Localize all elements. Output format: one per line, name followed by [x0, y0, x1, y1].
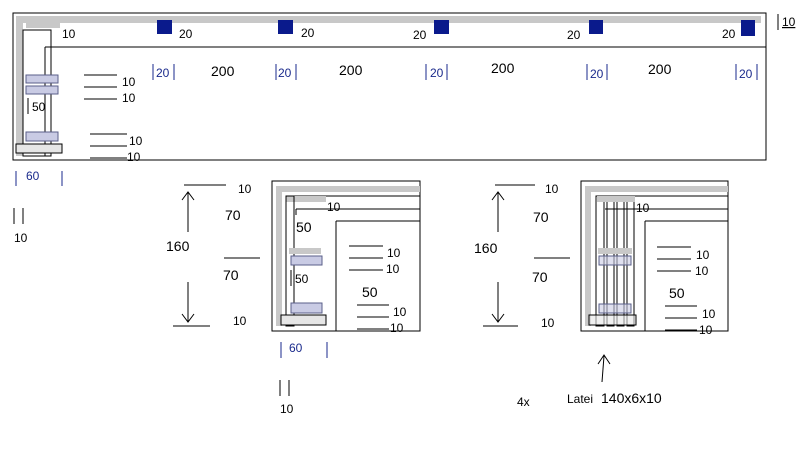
top-thick-label: 10	[14, 231, 28, 245]
count-label: 4x	[517, 395, 530, 409]
latei-dims: 140x6x10	[601, 390, 662, 406]
middle-box-label: 50	[295, 272, 309, 286]
middle-inner-cap	[286, 196, 326, 202]
right-top-wall	[585, 186, 728, 192]
top-gap-5: 20	[739, 67, 753, 81]
right-shelf-lower-block	[598, 303, 632, 314]
top-outer-frame	[12, 12, 767, 161]
middle-shelf-upper-block	[290, 255, 323, 266]
middle-right-label-3: 50	[362, 284, 378, 300]
top-gap-marks: 20 20 20 20 20	[152, 64, 758, 81]
top-span-1: 200	[211, 63, 235, 79]
top-gap-1: 20	[156, 66, 170, 80]
middle-base-block	[280, 314, 327, 326]
top-post-3	[434, 20, 449, 34]
right-right-label-4: 10	[702, 307, 716, 321]
top-shelf-label-3: 10	[129, 134, 143, 148]
top-wall-cap	[26, 22, 60, 28]
top-post-label-5: 20	[722, 27, 736, 41]
top-span-2: 200	[339, 62, 363, 78]
top-post-label-4: 20	[567, 28, 581, 42]
middle-inner-top-label: 10	[327, 200, 341, 214]
middle-right-label-1: 10	[387, 246, 401, 260]
top-post-label-1: 20	[179, 27, 193, 41]
top-shelf-label-4: 10	[127, 150, 141, 164]
latei-pointer	[601, 355, 605, 383]
top-post-2	[278, 20, 293, 34]
middle-right-lines	[349, 245, 389, 330]
top-gap-3: 20	[430, 66, 444, 80]
middle-shelf-upper	[289, 248, 321, 254]
middle-upper-label: 70	[225, 207, 241, 223]
right-top-label: 10	[545, 182, 559, 196]
top-shelf-lines	[84, 74, 127, 159]
top-wall-strip	[16, 16, 761, 23]
right-shelf-upper-block	[598, 255, 632, 266]
right-upper-label: 70	[533, 209, 549, 225]
middle-left-wall	[276, 186, 282, 326]
top-plan-view: 10 20 20 20 20 20 10 20 20 20 20 20 200 …	[12, 12, 796, 245]
middle-inner-label: 50	[296, 219, 312, 235]
top-left-wall	[16, 16, 23, 156]
top-post-label-3: 20	[413, 28, 427, 42]
right-shelf-upper	[598, 248, 632, 254]
middle-bottom-label: 10	[233, 314, 247, 328]
middle-elevation-view: 160 70 70 10 10 50 10 50 10 10	[166, 180, 421, 416]
right-right-label-2: 10	[695, 264, 709, 278]
top-base-block	[15, 143, 63, 154]
middle-top-wall	[276, 186, 420, 192]
top-right-label: 10	[782, 15, 796, 29]
right-height-label: 160	[474, 240, 498, 256]
right-right-lines	[657, 246, 697, 331]
middle-lower-label: 70	[223, 267, 239, 283]
top-gap-2: 20	[278, 66, 292, 80]
right-left-wall	[585, 186, 591, 326]
right-right-label-1: 10	[696, 248, 710, 262]
top-width-label: 60	[26, 169, 40, 183]
right-base-block	[588, 314, 637, 326]
middle-right-label-4: 10	[393, 305, 407, 319]
middle-right-label-5: 10	[390, 321, 404, 335]
top-mid-label: 50	[32, 100, 46, 114]
top-shelf-block-upper-2	[25, 85, 59, 95]
right-inner-top-label: 10	[636, 201, 650, 215]
middle-top-label: 10	[238, 182, 252, 196]
latei-label: Latei	[567, 392, 593, 406]
top-shelf-label-2: 10	[122, 91, 136, 105]
top-post-label-2: 20	[301, 26, 315, 40]
right-right-label-3: 50	[669, 285, 685, 301]
top-corner-label: 10	[62, 27, 76, 41]
right-lower-label: 70	[532, 269, 548, 285]
top-post-4	[589, 20, 603, 34]
top-shelf-block-upper	[25, 74, 59, 84]
right-bottom-label: 10	[541, 316, 555, 330]
right-top-cap	[597, 196, 635, 202]
right-right-label-5: 10	[699, 323, 713, 337]
middle-shelf-lower-block	[290, 302, 323, 314]
middle-width-label: 60	[289, 341, 303, 355]
middle-right-label-2: 10	[386, 262, 400, 276]
middle-thick-label: 10	[280, 402, 294, 416]
top-post-5	[741, 20, 755, 36]
top-span-3: 200	[491, 60, 515, 76]
right-elevation-view: 160 70 70 10 10 10 10	[474, 180, 729, 409]
middle-frame	[271, 180, 421, 332]
right-frame	[580, 180, 729, 332]
top-span-4: 200	[648, 61, 672, 77]
top-shelf-label-1: 10	[122, 75, 136, 89]
top-shelf-block-lower	[25, 131, 59, 142]
middle-height-label: 160	[166, 238, 190, 254]
top-gap-4: 20	[590, 67, 604, 81]
top-post-1	[157, 20, 172, 34]
